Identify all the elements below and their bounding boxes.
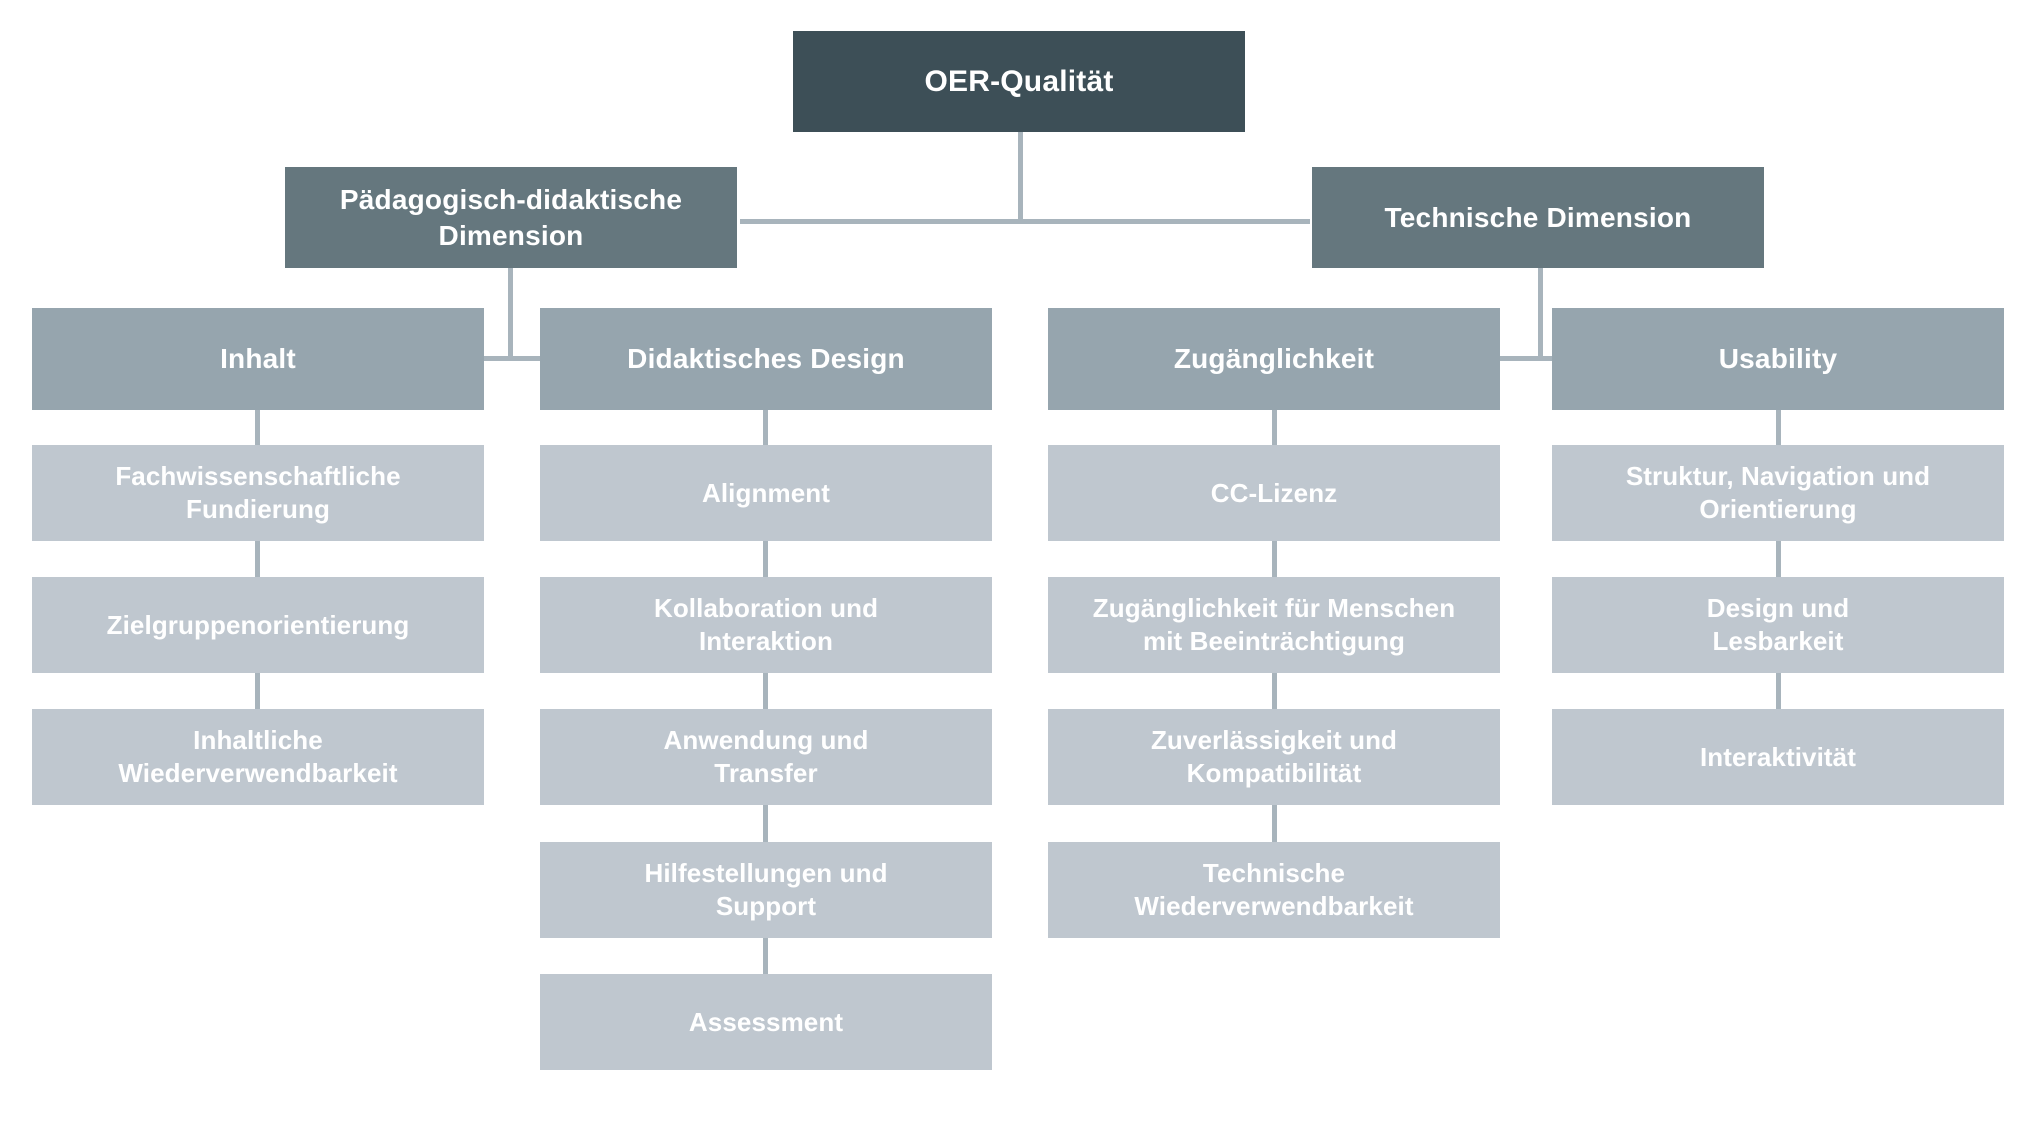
connector-root-stem [1018, 132, 1023, 222]
connector-col4-seg3 [1776, 672, 1781, 710]
node-leaf[interactable]: Technische Wiederverwendbarkeit [1048, 842, 1500, 938]
connector-col2-seg4 [763, 805, 768, 843]
connector-dimension-left-stem [508, 268, 513, 360]
node-leaf[interactable]: Design und Lesbarkeit [1552, 577, 2004, 673]
node-leaf-label: Inhaltliche Wiederverwendbarkeit [118, 725, 398, 788]
node-leaf[interactable]: Struktur, Navigation und Orientierung [1552, 445, 2004, 541]
node-dimension-technisch[interactable]: Technische Dimension [1312, 167, 1764, 268]
node-leaf-label: CC-Lizenz [1210, 477, 1338, 508]
node-leaf-label: Anwendung und Transfer [663, 725, 869, 788]
connector-dimension-right-stem [1538, 268, 1543, 360]
node-category-label: Didaktisches Design [627, 343, 905, 375]
connector-col3-seg2 [1272, 540, 1277, 578]
node-leaf-label: Technische Wiederverwendbarkeit [1134, 858, 1414, 921]
node-root-oer-qualitaet[interactable]: OER-Qualität [793, 31, 1245, 132]
node-root-label: OER-Qualität [924, 64, 1114, 98]
node-leaf[interactable]: Zuverlässigkeit und Kompatibilität [1048, 709, 1500, 805]
node-leaf-label: Zuverlässigkeit und Kompatibilität [1150, 725, 1398, 788]
connector-col4-seg1 [1776, 410, 1781, 448]
node-leaf-label: Design und Lesbarkeit [1706, 593, 1850, 656]
node-leaf[interactable]: Kollaboration und Interaktion [540, 577, 992, 673]
node-leaf[interactable]: Assessment [540, 974, 992, 1070]
connector-dimensions-bar [740, 219, 1310, 224]
connector-col2-seg1 [763, 410, 768, 448]
connector-col3-seg1 [1272, 410, 1277, 448]
connector-col3-seg4 [1272, 805, 1277, 843]
node-leaf-label: Hilfestellungen und Support [644, 858, 888, 921]
node-leaf-label: Interaktivität [1699, 741, 1856, 772]
node-leaf[interactable]: Hilfestellungen und Support [540, 842, 992, 938]
node-category-inhalt[interactable]: Inhalt [32, 308, 484, 410]
node-category-zugaenglichkeit[interactable]: Zugänglichkeit [1048, 308, 1500, 410]
connector-col4-seg2 [1776, 540, 1781, 578]
connector-categories-left-bar [430, 356, 588, 361]
node-leaf-label: Struktur, Navigation und Orientierung [1625, 461, 1931, 524]
node-category-label: Zugänglichkeit [1173, 343, 1375, 375]
node-dimension-label: Pädagogisch-didaktische Dimension [339, 184, 683, 251]
node-leaf[interactable]: Alignment [540, 445, 992, 541]
connector-col1-seg3 [255, 672, 260, 710]
connector-categories-right-bar [1460, 356, 1618, 361]
connector-col2-seg2 [763, 540, 768, 578]
node-dimension-label: Technische Dimension [1384, 201, 1692, 233]
node-category-didaktisches-design[interactable]: Didaktisches Design [540, 308, 992, 410]
connector-col1-seg1 [255, 410, 260, 448]
node-leaf[interactable]: Fachwissenschaftliche Fundierung [32, 445, 484, 541]
connector-col2-seg5 [763, 937, 768, 975]
node-leaf[interactable]: CC-Lizenz [1048, 445, 1500, 541]
node-category-label: Inhalt [220, 343, 296, 375]
node-leaf-label: Zielgruppenorientierung [106, 609, 410, 640]
node-category-usability[interactable]: Usability [1552, 308, 2004, 410]
node-leaf-label: Kollaboration und Interaktion [653, 593, 879, 656]
node-leaf-label: Fachwissenschaftliche Fundierung [115, 461, 401, 524]
node-leaf-label: Alignment [701, 477, 830, 508]
node-leaf[interactable]: Interaktivität [1552, 709, 2004, 805]
connector-col2-seg3 [763, 672, 768, 710]
node-leaf[interactable]: Anwendung und Transfer [540, 709, 992, 805]
node-leaf-label: Zugänglichkeit für Menschen mit Beeinträ… [1092, 593, 1456, 656]
node-leaf-label: Assessment [688, 1006, 844, 1037]
node-leaf[interactable]: Zugänglichkeit für Menschen mit Beeinträ… [1048, 577, 1500, 673]
node-dimension-paedagogisch-didaktisch[interactable]: Pädagogisch-didaktische Dimension [285, 167, 737, 268]
connector-col1-seg2 [255, 540, 260, 578]
node-leaf[interactable]: Zielgruppenorientierung [32, 577, 484, 673]
connector-col3-seg3 [1272, 672, 1277, 710]
node-category-label: Usability [1718, 343, 1838, 375]
node-leaf[interactable]: Inhaltliche Wiederverwendbarkeit [32, 709, 484, 805]
